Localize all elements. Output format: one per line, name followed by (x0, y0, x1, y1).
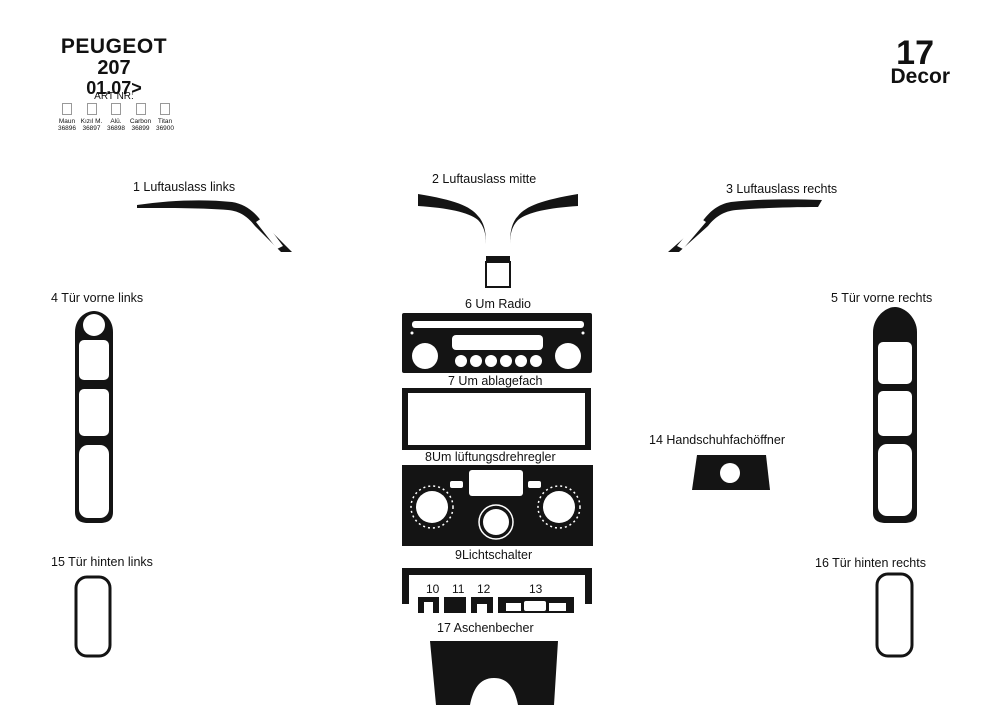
part-5-door-front-right[interactable] (873, 307, 917, 523)
option-name: Titan (157, 118, 173, 125)
part-9-light-switch[interactable] (402, 568, 592, 604)
option-code: 36896 (57, 124, 77, 132)
part-10[interactable] (418, 597, 439, 613)
label-part-9: 9Lichtschalter (455, 548, 533, 562)
art-nr-label: ART NR: (94, 91, 134, 102)
label-part-16: 16 Tür hinten rechts (815, 556, 926, 570)
kit-number: 17 (896, 34, 934, 72)
option-name: Carbon (129, 118, 152, 125)
part-17-ashtray[interactable] (430, 641, 558, 705)
option-code: 36897 (82, 124, 101, 132)
part-4-door-front-left[interactable] (75, 311, 113, 523)
option-checkbox[interactable] (111, 103, 121, 115)
option-checkbox[interactable] (160, 103, 170, 115)
option-list: Maun 36896 Kızıl M. 36897 Alü. 36898 Car… (56, 103, 176, 133)
kit-name: Decor (890, 65, 950, 88)
model-year: 01.07> (86, 78, 142, 98)
option-name: Maun (58, 118, 76, 125)
part-6-radio-surround[interactable] (402, 313, 592, 373)
label-part-7: 7 Um ablagefach (448, 374, 543, 388)
part-15-door-rear-left[interactable] (74, 575, 112, 658)
option-alu[interactable]: Alü. 36898 (105, 103, 127, 133)
label-part-14: 14 Handschuhfachöffner (649, 433, 785, 447)
option-name: Alü. (110, 118, 122, 125)
part-16-door-rear-right[interactable] (875, 572, 914, 658)
part-3-vent-right[interactable] (668, 199, 822, 252)
label-part-8: 8Um lüftungsdrehregler (425, 450, 556, 464)
label-part-2: 2 Luftauslass mitte (432, 172, 537, 186)
label-part-3: 3 Luftauslass rechts (726, 182, 838, 196)
part-11[interactable] (444, 597, 466, 613)
label-part-10: 10 (426, 582, 440, 596)
brand-name: PEUGEOT (60, 35, 168, 58)
option-checkbox[interactable] (86, 103, 97, 115)
part-13[interactable] (498, 597, 574, 613)
label-part-6: 6 Um Radio (465, 297, 531, 311)
option-checkbox[interactable] (62, 103, 72, 115)
option-checkbox[interactable] (135, 103, 146, 115)
option-kizil[interactable]: Kızıl M. 36897 (81, 103, 103, 133)
option-code: 36900 (155, 124, 175, 132)
option-code: 36899 (131, 124, 150, 132)
option-titan[interactable]: Titan 36900 (154, 103, 176, 133)
part-12[interactable] (471, 597, 493, 613)
option-code: 36898 (106, 124, 126, 132)
part-2-vent-middle[interactable] (418, 194, 578, 288)
label-part-1: 1 Luftauslass links (133, 180, 236, 194)
label-part-5: 5 Tür vorne rechts (831, 291, 933, 305)
option-maun[interactable]: Maun 36896 (56, 103, 78, 133)
label-part-15: 15 Tür hinten links (51, 555, 153, 569)
option-name: Kızıl M. (80, 118, 103, 125)
part-14-glovebox-opener[interactable] (692, 455, 770, 490)
label-part-12: 12 (477, 582, 491, 596)
part-1-vent-left[interactable] (137, 200, 292, 252)
part-7-storage-surround[interactable] (402, 388, 591, 450)
label-part-11: 11 (452, 582, 465, 596)
label-part-13: 13 (529, 582, 543, 596)
label-part-4: 4 Tür vorne links (51, 291, 144, 305)
brand-block: PEUGEOT 207 01.07> (52, 36, 176, 97)
model-name: 207 (97, 57, 131, 79)
option-carbon[interactable]: Carbon 36899 (130, 103, 152, 133)
label-part-17: 17 Aschenbecher (437, 621, 534, 635)
part-8-vent-dial-surround[interactable] (402, 465, 593, 546)
